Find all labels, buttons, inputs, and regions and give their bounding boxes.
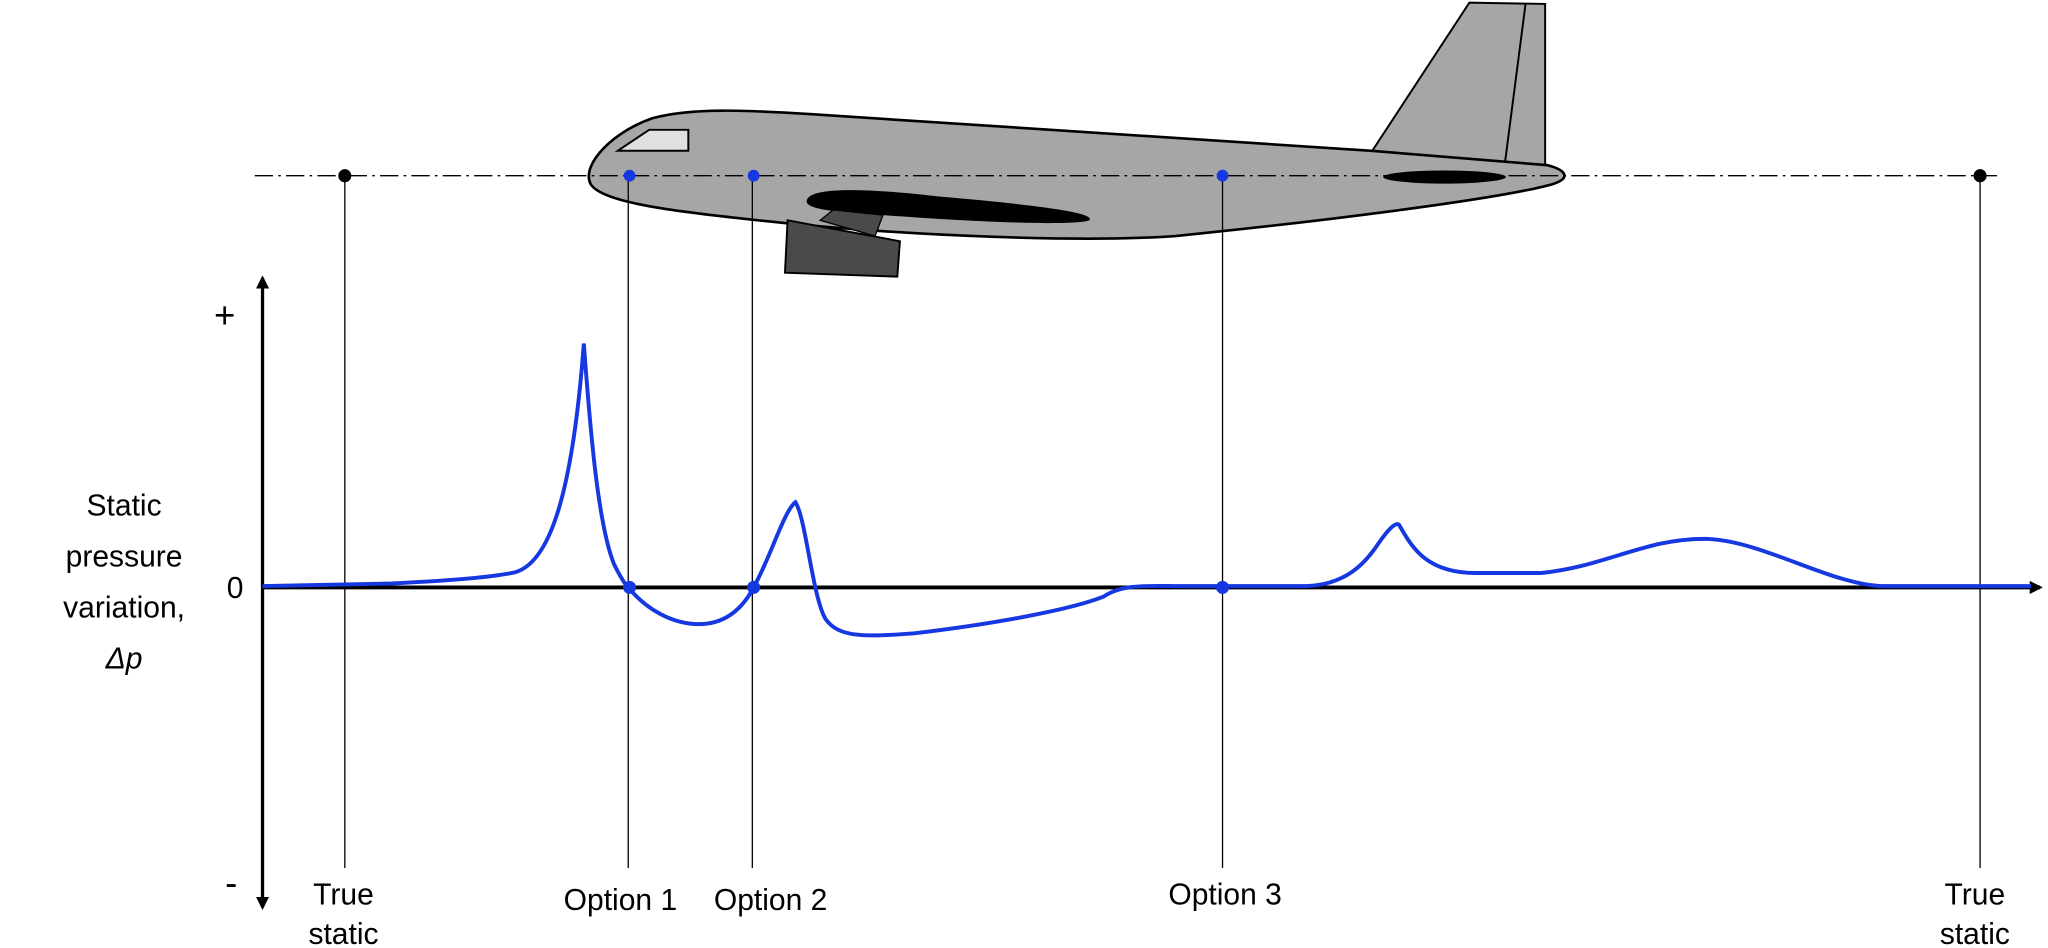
label-true-static-rear-2: static bbox=[1940, 918, 2010, 948]
tail-fin bbox=[1369, 1, 1547, 169]
rear-engine bbox=[1383, 170, 1506, 184]
svg-text:pressure: pressure bbox=[66, 540, 183, 573]
label-true-static-front: True bbox=[313, 879, 374, 912]
rudder-line bbox=[1503, 3, 1527, 166]
option-3-curve-dot bbox=[1216, 580, 1230, 594]
option-2-dot bbox=[747, 169, 760, 182]
option-1-dot bbox=[623, 169, 636, 182]
pressure-curve bbox=[262, 343, 2032, 638]
label-option-1: Option 1 bbox=[564, 884, 677, 917]
label-option-3: Option 3 bbox=[1168, 879, 1281, 912]
option-2-curve-dot bbox=[747, 580, 761, 594]
label-option-2: Option 2 bbox=[714, 884, 827, 917]
y-axis-title: Static pressure variation, Δp bbox=[63, 489, 185, 675]
position-dots bbox=[338, 169, 1987, 594]
y-plus-label: + bbox=[214, 295, 235, 336]
option-1-curve-dot bbox=[623, 580, 637, 594]
label-true-static-front-2: static bbox=[308, 918, 378, 948]
y-minus-label: - bbox=[225, 862, 237, 903]
svg-text:Static: Static bbox=[87, 489, 162, 522]
cockpit-window bbox=[614, 128, 690, 152]
y-zero-label: 0 bbox=[227, 572, 244, 605]
svg-text:variation,: variation, bbox=[63, 592, 185, 625]
engine-pylon bbox=[818, 209, 884, 237]
svg-text:Δp: Δp bbox=[105, 643, 143, 676]
label-true-static-rear: True bbox=[1945, 879, 2006, 912]
position-lines bbox=[344, 175, 1981, 869]
true-static-rear-dot bbox=[1973, 169, 1987, 183]
engine bbox=[783, 219, 901, 278]
position-labels: True static Option 1 Option 2 Option 3 T… bbox=[308, 879, 2009, 948]
aircraft bbox=[587, 1, 1566, 278]
option-3-dot bbox=[1216, 169, 1229, 182]
true-static-front-dot bbox=[338, 169, 352, 183]
